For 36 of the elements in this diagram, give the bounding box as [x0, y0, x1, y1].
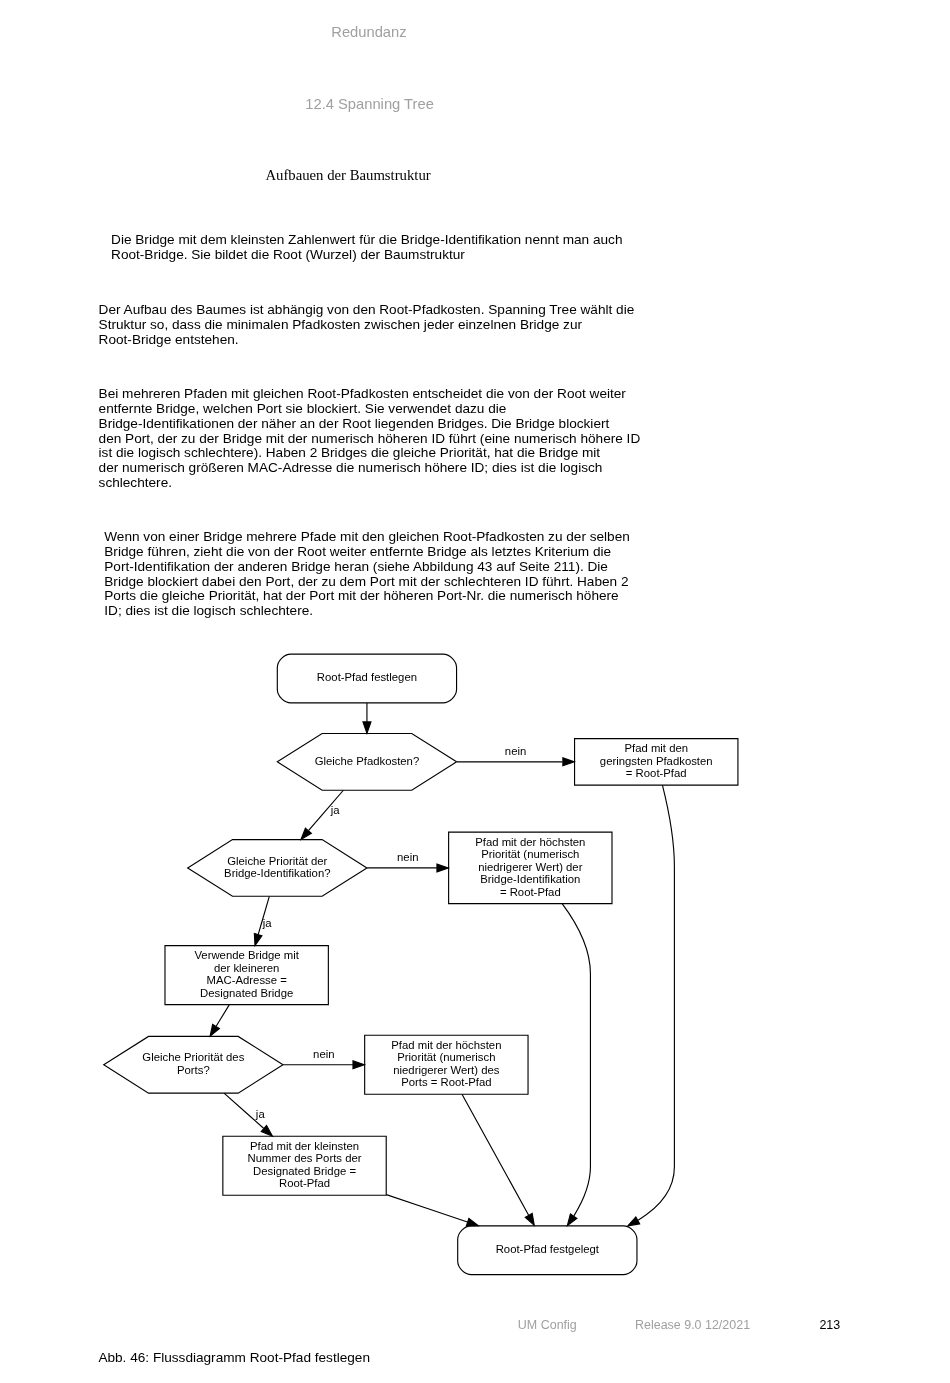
node-box: Pfad mit den geringsten Pfadkosten = Root-Pfad [574, 738, 739, 786]
edge-label: nein [504, 745, 527, 758]
label: Redundanz [331, 24, 407, 41]
arrow [282, 1060, 367, 1070]
arrow [385, 1194, 480, 1227]
edge-label: nein [397, 851, 419, 864]
label: Wenn von einer Bridge mehrere Pfade mit den gleichen Root-Pfadkosten zu der selben Bridge führen, zieht die von der Root weiter entfernte Bridge als letztes Kriterium die Port-Identifikation der anderen Bridge heran (siehe Abbildung 43 auf Seite 211). Die Bridge blockiert dabei den Port, der zu dem Port mit der schlechteren ID führt. Haben 2 Ports die gleiche Priorität, hat der Port mit der höheren Port-Nr. die numerisch höhere ID; dies ist die logisch schlechtere. [104, 529, 630, 619]
arrow [253, 896, 270, 948]
node-box: Pfad mit der höchsten Priorität (numerisch niedrigerer Wert) des Ports = Root-Pfad [364, 1034, 529, 1095]
label: Bei mehreren Pfaden mit gleichen Root-Pfadkosten entscheidet die von der Root weiter entfernte Bridge, welchen Port sie blockiert. Sie verwendet dazu die Bridge-Identifikationen der näher an der Root liegenden Bridges. Die Bridge blockiert den Port, der zu der Bridge mit der numerisch höheren ID führt (eine numerisch höhere ID ist die logisch schlechtere). Haben 2 Bridges die gleiche Priorität, hat die Bridge mit der numerisch größeren MAC-Adresse die numerisch höhere ID; dies ist die logisch schlechtere. [98, 386, 641, 490]
edge-label: nein [313, 1047, 335, 1060]
arrow [366, 863, 450, 873]
arrow [362, 702, 372, 735]
arrow [299, 789, 344, 841]
arrow [209, 1004, 230, 1038]
label: 12.4 Spanning Tree [305, 95, 434, 112]
node-box: Pfad mit der höchsten Priorität (numerisch niedrigerer Wert) der Bridge-Identifikation = Root-Pfad [448, 831, 613, 905]
label: Die Bridge mit dem kleinsten Zahlenwert für die Bridge-Identifikation nennt man auch Root-Bridge. Sie bildet die Root (Wurzel) der Baumstruktur [111, 232, 623, 262]
arrow [561, 903, 591, 1228]
label: UM Config [517, 1317, 577, 1332]
label: Release 9.0 12/2021 [635, 1317, 751, 1332]
node-box: Verwende Bridge mit der kleineren MAC-Adresse = Designated Bridge [164, 945, 329, 1006]
arrow [461, 1093, 536, 1227]
label: Der Aufbau des Baumes ist abhängig von den Root-Pfadkosten. Spanning Tree wählt die Struktur so, dass die minimalen Pfadkosten zwischen jeder einzelnen Bridge zur Root-Bridge entstehen. [98, 302, 635, 347]
label: Aufbauen der Baumstruktur [265, 167, 431, 184]
edge-label: ja [255, 1108, 265, 1121]
arrow [223, 1092, 274, 1138]
node-box: Root-Pfad festgelegt [457, 1225, 638, 1276]
edge-label: ja [262, 917, 272, 930]
edge-label: ja [330, 804, 340, 817]
arrow [456, 757, 576, 767]
arrow [626, 784, 675, 1227]
node-box: Pfad mit der kleinsten Nummer des Ports der Designated Bridge = Root-Pfad [222, 1135, 387, 1196]
node-box: Root-Pfad festlegen [276, 653, 458, 704]
caption: Abb. 46: Flussdiagramm Root-Pfad festlegen [98, 1349, 370, 1365]
label: 213 [819, 1317, 841, 1332]
